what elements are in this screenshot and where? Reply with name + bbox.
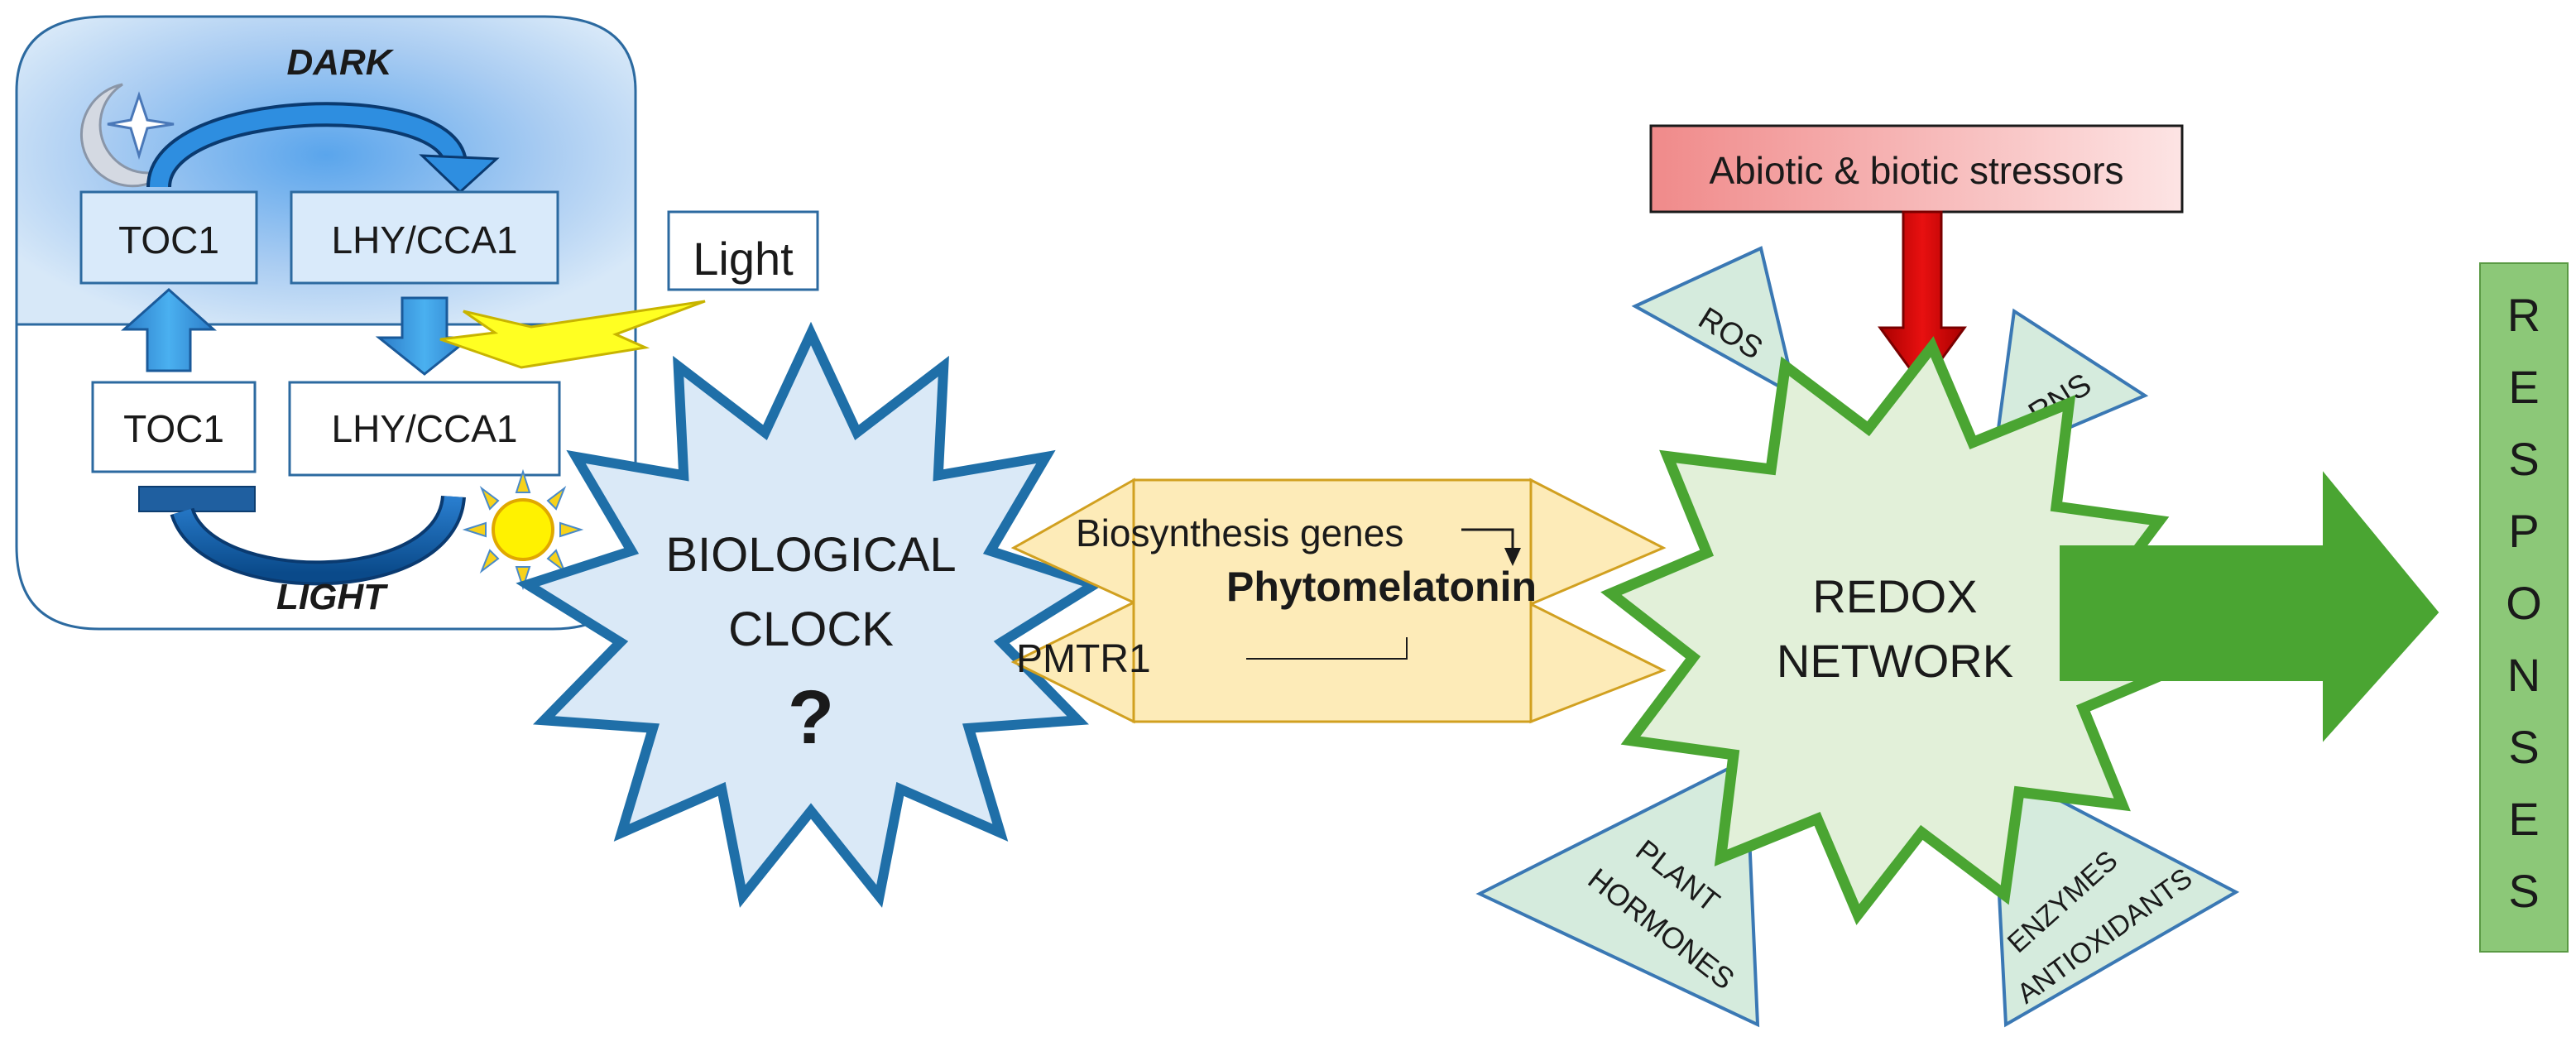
redox-line2: NETWORK (1777, 635, 2013, 687)
pmtr1-label: PMTR1 (1016, 637, 1151, 681)
responses-letter: N (2507, 649, 2540, 701)
biological-clock-star: BIOLOGICAL CLOCK ? (516, 321, 1106, 908)
toc1-up-arrow (121, 287, 217, 372)
toc1-bottom-box (91, 381, 257, 473)
question-mark: ? (788, 675, 834, 760)
responses-letter: S (2508, 433, 2539, 485)
biosynthesis-genes-label: Biosynthesis genes (1076, 511, 1403, 554)
responses-letter: P (2508, 505, 2539, 557)
lhy-down-arrow (375, 296, 474, 376)
lhy-top-label: LHY/CCA1 (332, 218, 518, 262)
responses-arrow (2060, 471, 2439, 742)
responses-box (2479, 262, 2569, 953)
lightning-bolt-icon (439, 300, 706, 369)
responses-letter: O (2506, 577, 2542, 629)
hormones-triangle (1475, 756, 1760, 1028)
lhy-bottom-box (288, 381, 561, 477)
toc1-top-label: TOC1 (118, 218, 219, 262)
hex-body (1132, 478, 1533, 723)
ros-triangle (1631, 246, 1798, 399)
dark-label: DARK (286, 42, 394, 83)
responses-letter: E (2508, 361, 2539, 413)
light-label: LIGHT (276, 577, 388, 617)
redox-line1: REDOX (1812, 570, 1977, 622)
phytomelatonin-hexagon: Biosynthesis genes Phytomelatonin PMTR1 (1010, 478, 1667, 724)
responses-letter: E (2508, 793, 2539, 845)
light-cycle-curve (170, 494, 466, 586)
toc1-bottom-label: TOC1 (123, 407, 224, 450)
stressor-arrow (1878, 210, 1967, 388)
lhy-bottom-label: LHY/CCA1 (332, 407, 518, 450)
biological-clock-line1: BIOLOGICAL (665, 528, 956, 582)
sun-icon (462, 468, 584, 591)
responses-letter: S (2508, 721, 2539, 773)
hex-right-top (1529, 478, 1667, 607)
responses-letter: R (2507, 289, 2540, 341)
toc1-top-box (79, 190, 258, 285)
pmtr1-connector (1246, 637, 1408, 660)
redox-network-star: REDOX NETWORK (1600, 336, 2190, 925)
star-icon (107, 91, 175, 161)
biosynthesis-arrowhead (1504, 548, 1521, 566)
biosynthesis-arrow (1461, 528, 1514, 553)
responses-letter: S (2508, 865, 2539, 917)
light-box (667, 210, 819, 291)
dark-cycle-arrow (146, 102, 500, 194)
stressors-label: Abiotic & biotic stressors (1709, 149, 2123, 192)
circadian-panel: DARK TOC1 LHY/CCA1 TOC1 LHY/CCA1 LIGHT (15, 15, 637, 631)
biological-clock-line2: CLOCK (728, 602, 894, 656)
phytomelatonin-title: Phytomelatonin (1226, 564, 1537, 610)
hex-right-bottom (1529, 602, 1667, 724)
inhibition-bar (138, 486, 256, 512)
light-box-label: Light (693, 233, 794, 285)
lhy-top-box (290, 190, 559, 285)
